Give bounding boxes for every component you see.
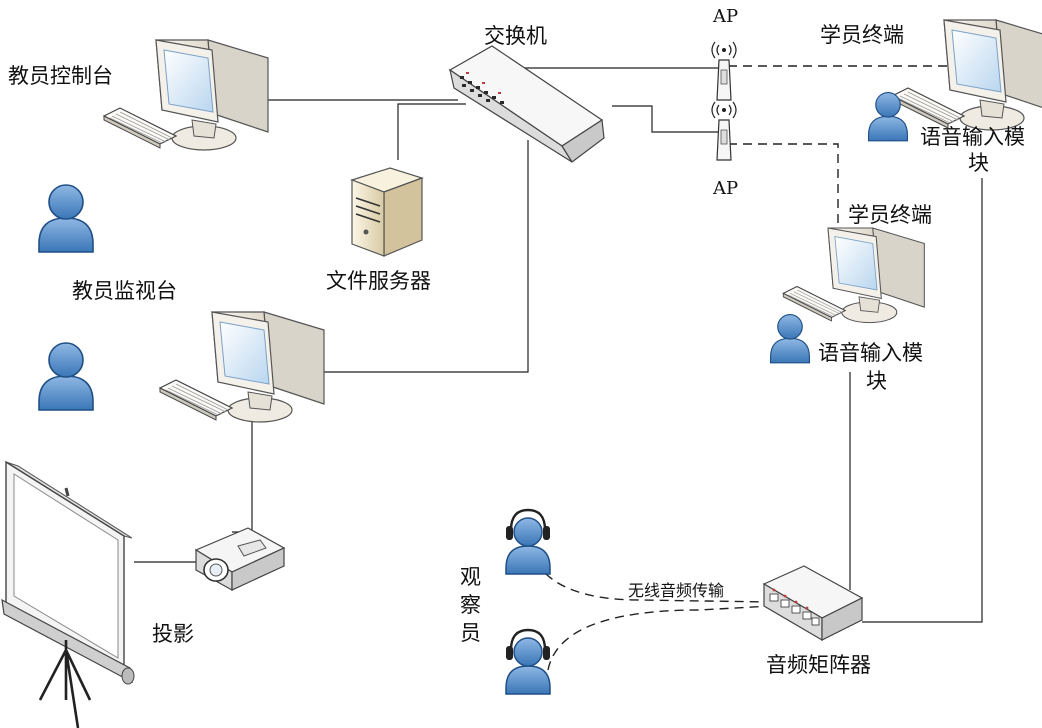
wireless-audio-label: 无线音频传输 <box>628 581 724 600</box>
computer-icon <box>103 39 269 151</box>
audio-matrix-icon <box>762 565 864 642</box>
voice-module-1-label-line2: 块 <box>968 151 989 175</box>
projector-label: 投影 <box>152 622 194 646</box>
person-icon <box>769 313 811 364</box>
ap-bottom-label: AP <box>712 178 738 199</box>
audio-matrix-label: 音频矩阵器 <box>766 653 871 677</box>
access-point-icon <box>711 101 737 161</box>
access-point-icon <box>711 41 737 101</box>
instructor-monitor-label: 教员监视台 <box>72 279 177 303</box>
ap-top-label: AP <box>712 6 738 27</box>
voice-module-2-label-line2: 块 <box>866 369 887 393</box>
switch-label: 交换机 <box>484 24 547 48</box>
observer-label-line3: 员 <box>460 621 481 645</box>
headset-person-icon <box>504 508 552 576</box>
computer-icon <box>159 311 325 423</box>
projection-screen-icon <box>1 460 135 728</box>
projector-icon <box>194 527 286 592</box>
server-icon <box>350 167 424 257</box>
computer-icon <box>782 227 925 324</box>
file-server-label: 文件服务器 <box>326 269 431 293</box>
voice-module-2-label-line1: 语音输入模 <box>818 341 923 365</box>
observer-label-line1: 观 <box>460 565 481 589</box>
headset-person-icon <box>504 628 552 696</box>
student-terminal-1-label: 学员终端 <box>820 23 904 47</box>
observer-label-line2: 察 <box>460 593 481 617</box>
switch-icon <box>448 45 605 163</box>
person-icon <box>38 184 94 253</box>
person-icon <box>38 342 94 411</box>
computer-icon <box>891 19 1042 131</box>
student-terminal-2-label: 学员终端 <box>848 203 932 227</box>
voice-module-1-label-line1: 语音输入模 <box>920 125 1025 149</box>
instructor-console-label: 教员控制台 <box>8 64 113 88</box>
